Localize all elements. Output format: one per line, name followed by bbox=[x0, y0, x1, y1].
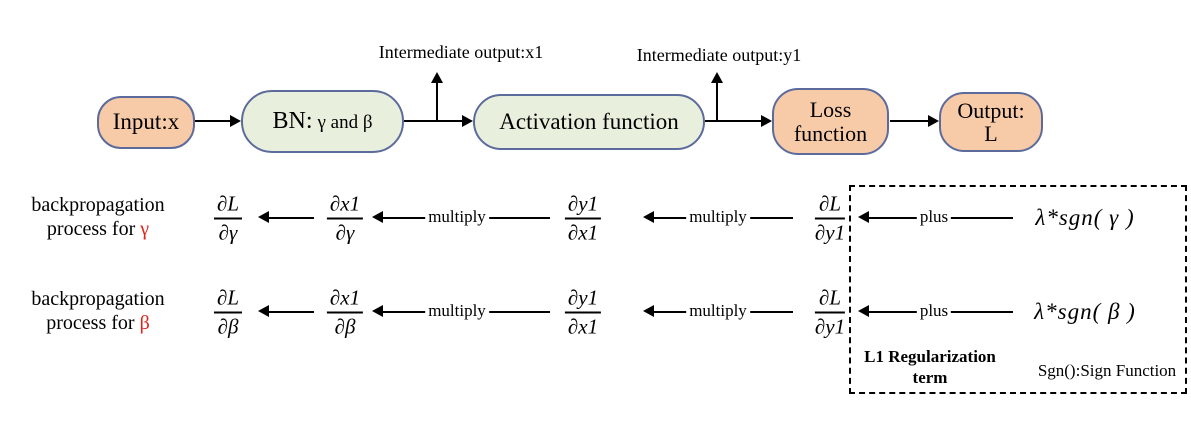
frac-dx1-dgamma: ∂x1 ∂γ bbox=[326, 193, 364, 245]
backprop-gamma-param: γ bbox=[140, 218, 150, 240]
frac-dx1-dgamma-den: ∂γ bbox=[335, 220, 355, 245]
backprop-gamma-label: backpropagation process for γ bbox=[2, 193, 194, 241]
node-loss-label-line2: function bbox=[793, 120, 868, 146]
arrow-bn-to-activation-head bbox=[462, 115, 473, 127]
frac-dx1-dbeta-den: ∂β bbox=[334, 314, 356, 339]
node-input-label: Input:x bbox=[112, 109, 180, 135]
frac-dL-dy1-gamma: ∂L ∂y1 bbox=[814, 193, 846, 245]
node-output-label-line1: Output: bbox=[957, 97, 1025, 123]
multiply-label-g1: multiply bbox=[425, 207, 489, 227]
sign-function-note: Sgn():Sign Function bbox=[1037, 361, 1177, 380]
branch-y1-arrowhead bbox=[711, 72, 723, 83]
arrow-b1-head bbox=[258, 305, 269, 317]
l1-regularization-title-line1: L1 Regularization bbox=[864, 347, 996, 366]
arrow-g1-line bbox=[269, 217, 314, 219]
plus-label-gamma: plus bbox=[916, 207, 952, 227]
frac-dL-dgamma-den: ∂γ bbox=[218, 220, 238, 245]
node-activation-label: Activation function bbox=[499, 108, 679, 134]
arrow-activation-to-loss-head bbox=[761, 115, 772, 127]
node-batchnorm-params: γ and β bbox=[317, 112, 373, 134]
intermediate-output-x1-label: Intermediate output:x1 bbox=[378, 42, 544, 62]
arrow-g4-head bbox=[858, 211, 869, 223]
node-output: Output: L bbox=[939, 92, 1043, 152]
frac-dy1-dx1-beta-num: ∂y1 bbox=[564, 287, 602, 314]
arrow-g1-head bbox=[258, 211, 269, 223]
reg-term-gamma: λ*sgn( γ ) bbox=[1035, 205, 1135, 230]
backprop-beta-param: β bbox=[139, 312, 150, 334]
arrow-loss-to-output-head bbox=[928, 115, 939, 127]
node-batchnorm-label: BN: bbox=[272, 107, 313, 134]
multiply-label-b1: multiply bbox=[425, 301, 489, 321]
frac-dL-dy1-beta-num: ∂L bbox=[814, 287, 846, 314]
arrow-b2-head bbox=[372, 305, 383, 317]
reg-term-beta: λ*sgn( β ) bbox=[1034, 299, 1136, 324]
frac-dL-dbeta-num: ∂L bbox=[213, 287, 243, 314]
node-output-label-line2: L bbox=[984, 121, 998, 146]
l1-regularization-title-line2: term bbox=[912, 368, 948, 388]
frac-dy1-dx1-beta-den: ∂x1 bbox=[567, 314, 599, 339]
branch-y1-line bbox=[716, 83, 718, 122]
intermediate-output-y1-label: Intermediate output:y1 bbox=[636, 45, 802, 65]
backprop-beta-label-line1: backpropagation bbox=[31, 288, 165, 310]
frac-dL-dy1-beta: ∂L ∂y1 bbox=[814, 287, 846, 339]
frac-dL-dgamma-num: ∂L bbox=[213, 193, 243, 220]
arrow-input-to-bn-line bbox=[195, 120, 231, 122]
arrow-input-to-bn-head bbox=[230, 115, 241, 127]
frac-dx1-dbeta-num: ∂x1 bbox=[326, 287, 364, 314]
plus-label-beta: plus bbox=[916, 301, 952, 321]
frac-dy1-dx1-gamma-den: ∂x1 bbox=[567, 220, 599, 245]
branch-x1-line bbox=[436, 83, 438, 122]
frac-dy1-dx1-beta: ∂y1 ∂x1 bbox=[564, 287, 602, 339]
frac-dy1-dx1-gamma: ∂y1 ∂x1 bbox=[564, 193, 602, 245]
frac-dx1-dbeta: ∂x1 ∂β bbox=[326, 287, 364, 339]
node-loss-label-line1: Loss bbox=[809, 97, 852, 123]
node-input: Input:x bbox=[97, 96, 195, 149]
node-loss: Loss function bbox=[772, 88, 889, 155]
node-activation: Activation function bbox=[473, 94, 705, 150]
arrow-loss-to-output-line bbox=[890, 120, 928, 122]
backprop-beta-label: backpropagation process for β bbox=[2, 287, 194, 335]
node-batchnorm: BN: γ and β bbox=[241, 90, 404, 153]
l1-regularization-box bbox=[849, 185, 1187, 394]
frac-dL-dy1-gamma-den: ∂y1 bbox=[814, 220, 846, 245]
frac-dL-dbeta-den: ∂β bbox=[217, 314, 239, 339]
backprop-beta-label-line2: process for β bbox=[2, 311, 194, 335]
frac-dy1-dx1-gamma-num: ∂y1 bbox=[564, 193, 602, 220]
frac-dx1-dgamma-num: ∂x1 bbox=[326, 193, 364, 220]
backprop-gamma-label-line2: process for γ bbox=[2, 217, 194, 241]
arrow-g2-head bbox=[372, 211, 383, 223]
branch-x1-arrowhead bbox=[431, 72, 443, 83]
backprop-beta-label-line2-text: process for bbox=[46, 312, 140, 334]
frac-dL-dbeta: ∂L ∂β bbox=[213, 287, 243, 339]
frac-dL-dy1-beta-den: ∂y1 bbox=[814, 314, 846, 339]
multiply-label-b2: multiply bbox=[686, 301, 750, 321]
backprop-gamma-label-line1: backpropagation bbox=[31, 194, 165, 216]
l1-regularization-title: L1 Regularization term bbox=[852, 346, 1008, 389]
arrow-bn-to-activation-line bbox=[404, 120, 462, 122]
multiply-label-g2: multiply bbox=[686, 207, 750, 227]
arrow-g3-head bbox=[643, 211, 654, 223]
frac-dL-dgamma: ∂L ∂γ bbox=[213, 193, 243, 245]
arrow-b3-head bbox=[643, 305, 654, 317]
arrow-b4-head bbox=[858, 305, 869, 317]
arrow-activation-to-loss-line bbox=[705, 120, 761, 122]
backprop-gamma-label-line2-text: process for bbox=[46, 218, 141, 240]
arrow-b1-line bbox=[269, 311, 314, 313]
frac-dL-dy1-gamma-num: ∂L bbox=[814, 193, 846, 220]
